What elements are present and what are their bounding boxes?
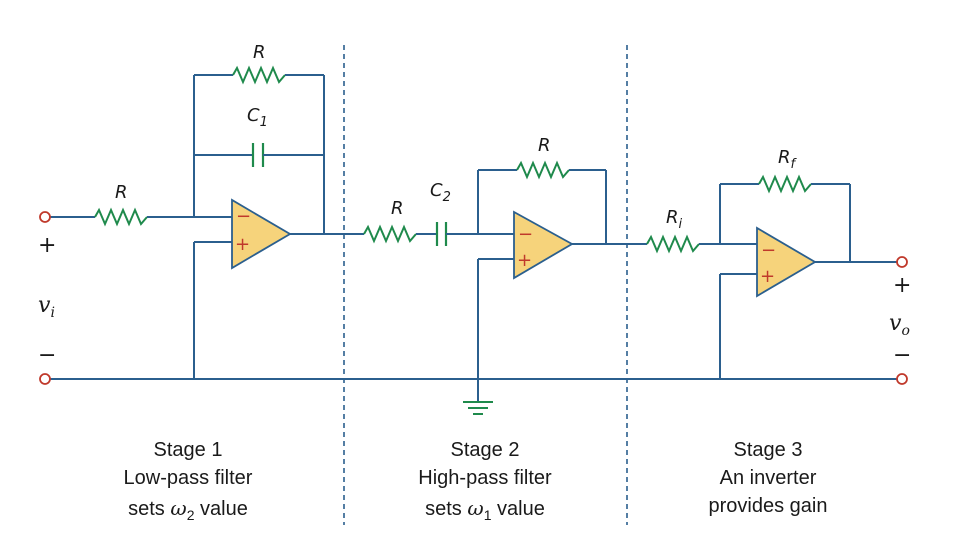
opamp-minus-sign: −: [236, 206, 251, 227]
stage-2-title: Stage 2: [451, 439, 520, 461]
input-terminal-top: [39, 211, 51, 223]
stage-1-title: Stage 1: [154, 439, 223, 461]
opamp-minus-sign: −: [518, 224, 533, 245]
input-voltage-label: vi: [38, 293, 55, 321]
stage1-feedback-resistor-label: R: [253, 42, 266, 63]
stage1-input-resistor: [94, 207, 148, 227]
stage3-feedback-resistor: [758, 174, 812, 194]
stage2-series-resistor-label: R: [391, 198, 404, 219]
input-terminal-bottom: [39, 373, 51, 385]
stage-2-purpose: sets ω1 value: [425, 496, 545, 523]
output-terminal-bottom: [896, 373, 908, 385]
stage2-opamp: [513, 210, 574, 280]
stage-1-purpose: sets ω2 value: [128, 496, 248, 523]
stage2-feedback-resistor-label: R: [538, 135, 551, 156]
stage-2-circuit: − + R C2 R: [363, 135, 647, 415]
input-minus-label: −: [38, 343, 56, 368]
stage-3-circuit: − + Ri Rf: [646, 147, 897, 379]
stage-1-caption: Stage 1 Low-pass filter sets ω2 value: [124, 439, 253, 523]
stage1-capacitor-label: C1: [247, 105, 268, 130]
output-terminal-top: [896, 256, 908, 268]
stage-3-purpose: provides gain: [709, 495, 828, 517]
input-plus-label: +: [38, 233, 56, 258]
stage1-feedback-resistor: [232, 65, 286, 85]
stage1-opamp: [231, 198, 292, 270]
stage-2-caption: Stage 2 High-pass filter sets ω1 value: [418, 439, 552, 523]
opamp-minus-sign: −: [761, 240, 776, 261]
stage-3-title: Stage 3: [734, 439, 803, 461]
stage-3-caption: Stage 3 An inverter provides gain: [709, 439, 828, 517]
stage3-feedback-resistor-label: Rf: [778, 147, 798, 172]
stage1-input-resistor-label: R: [115, 182, 128, 203]
stage-3-type: An inverter: [720, 467, 817, 489]
stage2-feedback-resistor: [516, 160, 570, 180]
stage3-input-resistor: [646, 234, 700, 254]
output-plus-label: +: [893, 273, 911, 298]
stage3-opamp: [756, 226, 817, 298]
stage-1-circuit: − + R C1 R: [50, 42, 364, 379]
opamp-plus-sign: +: [235, 234, 250, 255]
stage-1-type: Low-pass filter: [124, 467, 253, 489]
stage2-series-resistor: [363, 224, 417, 244]
opamp-plus-sign: +: [760, 266, 775, 287]
opamp-plus-sign: +: [517, 250, 532, 271]
stage2-capacitor-label: C2: [430, 180, 451, 205]
stage-2-type: High-pass filter: [418, 467, 552, 489]
stage3-input-resistor-label: Ri: [666, 207, 683, 232]
output-minus-label: −: [893, 343, 911, 368]
output-voltage-label: vo: [889, 311, 910, 339]
